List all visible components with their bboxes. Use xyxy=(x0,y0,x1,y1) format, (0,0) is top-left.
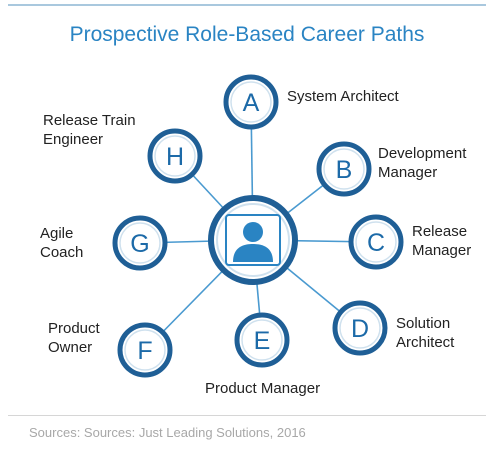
label-g: Agile Coach xyxy=(40,224,83,262)
label-h: Release Train Engineer xyxy=(43,111,136,149)
label-g-line-2: Coach xyxy=(40,244,84,261)
label-a-line-1: System Architect xyxy=(287,88,399,105)
node-letter-d: D xyxy=(351,315,369,343)
node-b: B xyxy=(316,141,372,197)
label-c-line-1: Release xyxy=(412,223,468,240)
label-e: Product Manager xyxy=(205,379,320,398)
label-c-line-2: Manager xyxy=(412,242,472,259)
node-letter-e: E xyxy=(254,327,271,355)
label-b: Development Manager xyxy=(378,144,466,182)
bottom-divider xyxy=(8,415,486,416)
node-letter-f: F xyxy=(137,337,152,365)
label-d-line-1: Solution xyxy=(396,315,451,332)
label-f-line-1: Product xyxy=(48,320,100,337)
label-g-line-1: Agile xyxy=(40,225,74,242)
top-divider xyxy=(8,4,486,6)
person-icon xyxy=(233,222,273,262)
node-letter-a: A xyxy=(243,89,260,117)
node-letter-b: B xyxy=(336,156,353,184)
label-h-line-1: Release Train xyxy=(43,112,136,129)
node-c: C xyxy=(348,214,404,270)
node-g: G xyxy=(112,215,168,271)
center-node xyxy=(208,195,298,285)
node-h: H xyxy=(147,128,203,184)
label-h-line-2: Engineer xyxy=(43,131,104,148)
diagram-title: Prospective Role-Based Career Paths xyxy=(69,23,425,46)
source-note: Sources: Sources: Just Leading Solutions… xyxy=(29,425,306,440)
label-e-line-1: Product Manager xyxy=(205,380,321,397)
node-letter-c: C xyxy=(367,229,385,257)
label-a: System Architect xyxy=(287,87,399,106)
node-letter-h: H xyxy=(166,143,184,171)
node-f: F xyxy=(117,322,173,378)
node-d: D xyxy=(332,300,388,356)
node-letter-g: G xyxy=(130,230,149,258)
node-e: E xyxy=(234,312,290,368)
label-c: Release Manager xyxy=(412,222,471,260)
label-b-line-1: Development xyxy=(378,145,467,162)
label-f: Product Owner xyxy=(48,319,100,357)
label-d-line-2: Architect xyxy=(396,334,455,351)
node-a: A xyxy=(223,74,279,130)
label-b-line-2: Manager xyxy=(378,164,438,181)
label-f-line-2: Owner xyxy=(48,339,93,356)
label-d: Solution Architect xyxy=(396,314,454,352)
